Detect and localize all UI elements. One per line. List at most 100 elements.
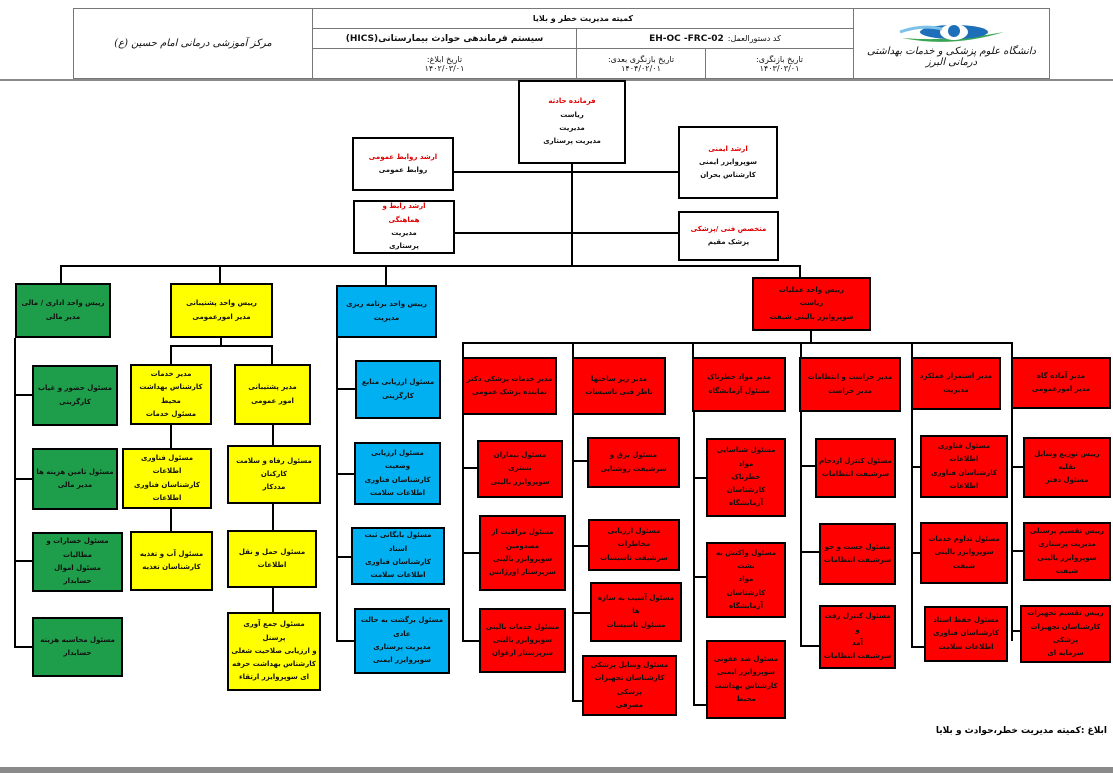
connector-line [272, 504, 274, 530]
node-line: کارشناسان تجهیزات پزشکی [594, 674, 665, 696]
connector-line [272, 425, 274, 445]
code-cell: کد دستورالعمل: EH-OC -FRC-02 [576, 28, 854, 49]
university-cell: دانشگاه علوم پزشکی و خدمات بهداشتی درمان… [853, 8, 1050, 79]
node-line: مسئول تاسیسات [606, 620, 666, 629]
node-line: مدیر مالی [45, 312, 81, 321]
connector-line [462, 415, 464, 641]
committee-title: کمیته مدیریت خطر و بلایا [532, 14, 634, 23]
node-title: ارشد روابط عمومی [368, 152, 438, 161]
connector-line [911, 410, 913, 647]
node-line: مسئول خدمات [145, 409, 197, 418]
node-line: کارشناسان فناوری اطلاعات [134, 480, 200, 502]
connector-line [572, 415, 574, 701]
connector-line [572, 342, 574, 357]
connector-line [336, 388, 355, 390]
connector-line [170, 509, 172, 531]
org-node-r6: مدیر آماده گاه مدیر امورعمومی [1011, 357, 1111, 409]
connector-line [911, 552, 920, 554]
node-line: رییس واحد برنامه ریزی [346, 300, 427, 309]
hospital-name: مرکز آموزشی درمانی امام حسین (ع) [114, 38, 272, 49]
node-line: مدیر امورعمومی [1031, 385, 1091, 393]
node-title: فرمانده حادثه [548, 97, 596, 106]
node-line: کارشناسان فناوری [933, 629, 999, 638]
node-line: مدیر حراست و انتظامات [807, 373, 893, 382]
node-line: مدیریت [391, 229, 417, 237]
node-line: کارشناس بهداشت حرفه [232, 660, 316, 669]
node-line: اطلاعات [949, 481, 979, 490]
connector-line [14, 560, 32, 562]
node-line: کارشناسان فناوری [365, 558, 431, 566]
node-line: مسئول بایگانی ثبت اسناد [364, 531, 432, 553]
node-line: مسئول کنترل ازدحام [819, 456, 892, 465]
footer-notice: ابلاغ :کمیته مدیریت خطر،حوادث و بلایا [935, 726, 1107, 736]
node-line: کارشناس بهداشت محیط [139, 383, 203, 405]
org-node-b0: رییس واحد برنامه ریزی مدیریت [336, 285, 437, 338]
node-line: مدیریت [373, 313, 400, 322]
node-line: مسئول حمل و نقل [238, 547, 306, 556]
node-line: حسابدار [63, 577, 92, 586]
connector-line [336, 556, 351, 558]
node-line: مدیریت پرستاری [373, 643, 431, 651]
next-review-cell: تاریخ بازنگری بعدی: ۱۴۰۴/۰۲/۰۱ [576, 48, 706, 79]
node-line: امور عمومی [251, 396, 294, 405]
node-line: مسئول اموال [54, 564, 101, 572]
node-line: سوپروایزر بالینی [492, 635, 553, 644]
org-node-g3: مسئول خسارات و مطالبات مسئول اموال حسابدار [32, 532, 123, 592]
node-title: متخصص فنی /پزشکی [690, 224, 767, 233]
node-line: مدیر استمرار عملکرد [919, 372, 993, 381]
node-line: سرشیفت انتظامات [823, 652, 892, 661]
connector-line [1011, 409, 1013, 641]
connector-line [14, 394, 32, 396]
node-line: روابط عمومی [378, 166, 428, 174]
connector-line [572, 545, 588, 547]
connector-line [692, 342, 694, 357]
node-line: مسئول خسارات و مطالبات [46, 537, 109, 559]
node-line: کارگزینی [382, 391, 414, 400]
node-line: اطلاعات [257, 561, 287, 569]
node-line: مسئول جمع آوری پرسنل [243, 620, 305, 642]
connector-line [1011, 630, 1020, 632]
connector-line [61, 265, 801, 267]
node-line: مدیر آماده گاه [1036, 371, 1086, 380]
node-line: مسئول جست و جو [824, 542, 891, 551]
connector-line [271, 345, 273, 364]
next-review-label: تاریخ بازنگری بعدی: [607, 54, 675, 64]
connector-line [454, 171, 678, 173]
node-line: ریاست [560, 110, 584, 119]
node-line: ناظر فنی تاسیسات [585, 388, 653, 396]
node-line: مسئول شناسایی مواد [716, 446, 776, 468]
next-review-date: ۱۴۰۴/۰۲/۰۱ [621, 63, 661, 73]
node-line: مدیر مواد خطرناک [707, 373, 771, 382]
node-line: کارشناس بهداشت محیط [714, 681, 778, 703]
node-line: سوپروایزر بالینی [492, 555, 553, 563]
review-label: تاریخ بازنگری: [756, 54, 804, 64]
node-line: مسئول رفاه و سلامت کارکنان [236, 456, 312, 478]
node-line: رییس واحد پشتیبانی [186, 299, 257, 308]
connector-line [14, 338, 16, 648]
node-line: کارشناسان فناوری [364, 475, 431, 484]
connector-line [911, 342, 913, 357]
connector-line [800, 465, 815, 467]
node-line: نماینده پزشک عمومی [472, 388, 547, 396]
node-line: مسئول ضد عفونی [713, 654, 779, 663]
bottom-bar [0, 767, 1113, 773]
node-line: ریاست [799, 299, 824, 308]
node-line: رییس تقسیم پرسنلی [1029, 526, 1105, 535]
org-node-y6: مسئول حمل و نقل اطلاعات [227, 530, 317, 588]
node-line: مدیریت [559, 124, 585, 132]
node-line: مصدومین [505, 541, 540, 550]
